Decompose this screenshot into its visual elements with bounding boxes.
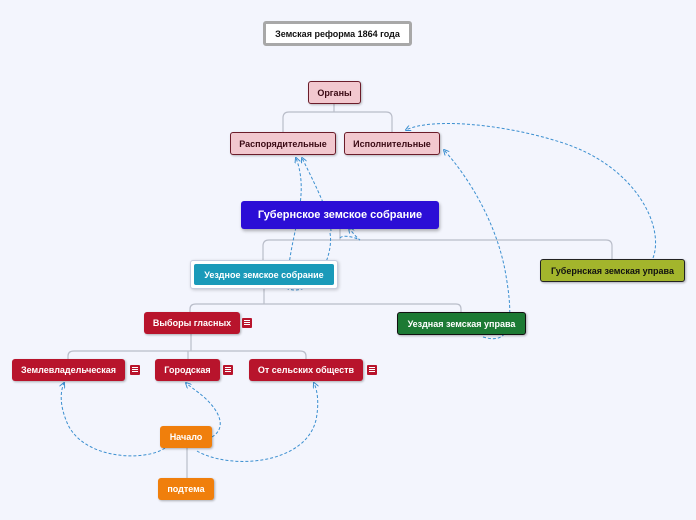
relation-gub-uprava-to-ispoln [406,123,657,259]
relation-to-gub-sob [339,228,361,241]
node-rasporyaditelnye[interactable]: Распорядительные [230,132,336,155]
relation-nachalo-to-gorod [186,383,221,438]
node-uezdnoe-sobranie[interactable]: Уездное земское собрание [190,260,338,289]
node-gorodskaya[interactable]: Городская [155,359,220,381]
relation-uezd-uprava-to-ispoln [444,150,511,340]
node-podtema[interactable]: подтема [158,478,214,500]
relation-nachalo-to-selsk [196,383,318,462]
note-icon[interactable] [367,365,377,375]
node-zemlevladelcheskaya[interactable]: Землевладельческая [12,359,125,381]
node-gubernskoe-sobranie[interactable]: Губернское земское собрание [241,201,439,229]
note-icon[interactable] [223,365,233,375]
connector-vybory-children [67,334,307,359]
node-vybory-glasnyh[interactable]: Выборы гласных [144,312,240,334]
node-ot-selskih-obshchestv[interactable]: От сельских обществ [249,359,363,381]
relationship-arrows [61,123,657,462]
node-ispolnitelnye[interactable]: Исполнительные [344,132,440,155]
connector-uezd-children [189,289,462,312]
relation-gub-to-raspor [302,158,332,232]
central-topic[interactable]: Земская реформа 1864 года [263,21,412,46]
connector-organy-children [282,104,393,132]
node-uezdnaya-uprava[interactable]: Уездная земская управа [397,312,526,335]
note-icon[interactable] [242,318,252,328]
tree-connectors [67,104,613,478]
connector-gub-children [262,229,613,260]
node-uezdnoe-sobranie-label: Уездное земское собрание [194,264,334,285]
note-icon[interactable] [130,365,140,375]
node-organy[interactable]: Органы [308,81,361,104]
relation-nachalo-to-zeml [61,383,166,457]
node-gubernskaya-uprava[interactable]: Губернская земская управа [540,259,685,282]
node-nachalo[interactable]: Начало [160,426,212,448]
